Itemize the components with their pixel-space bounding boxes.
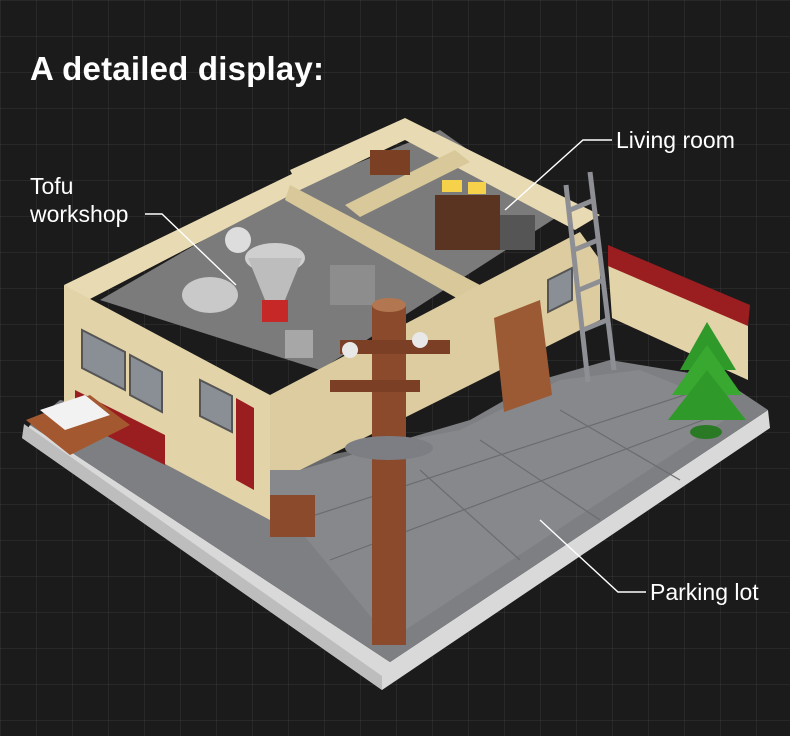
callout-lines: [145, 139, 646, 593]
utility-pole: [330, 298, 450, 645]
living-room-label: Living room: [616, 127, 735, 153]
tree: [668, 322, 746, 439]
parking-lot-callout-line: [539, 519, 646, 593]
tofu-label-line-1: Tofu: [30, 173, 74, 199]
parking-lot-label: Parking lot: [650, 579, 759, 605]
crate: [270, 495, 315, 537]
ladder: [563, 171, 617, 383]
page-title: A detailed display:: [30, 50, 325, 87]
side-wall-top: [608, 245, 750, 326]
wooden-board: [494, 300, 552, 412]
bench-cushion: [40, 395, 110, 430]
back-wall-left: [64, 170, 300, 300]
inner-wall-2: [345, 150, 470, 217]
door: [236, 398, 254, 490]
baseplate-side: [22, 424, 382, 690]
inner-wall: [285, 185, 480, 300]
tofu-label-line-2: workshop: [30, 201, 129, 227]
back-wall-right: [290, 118, 600, 230]
tofu-callout-line: [145, 213, 237, 286]
front-wall-left: [64, 285, 270, 520]
living-room-furniture: [370, 150, 535, 250]
tofu-workshop-label: Tofu workshop: [30, 172, 128, 228]
windows: [81, 266, 573, 434]
tofu-machines: [182, 227, 375, 358]
living-room-callout-line: [504, 139, 612, 211]
